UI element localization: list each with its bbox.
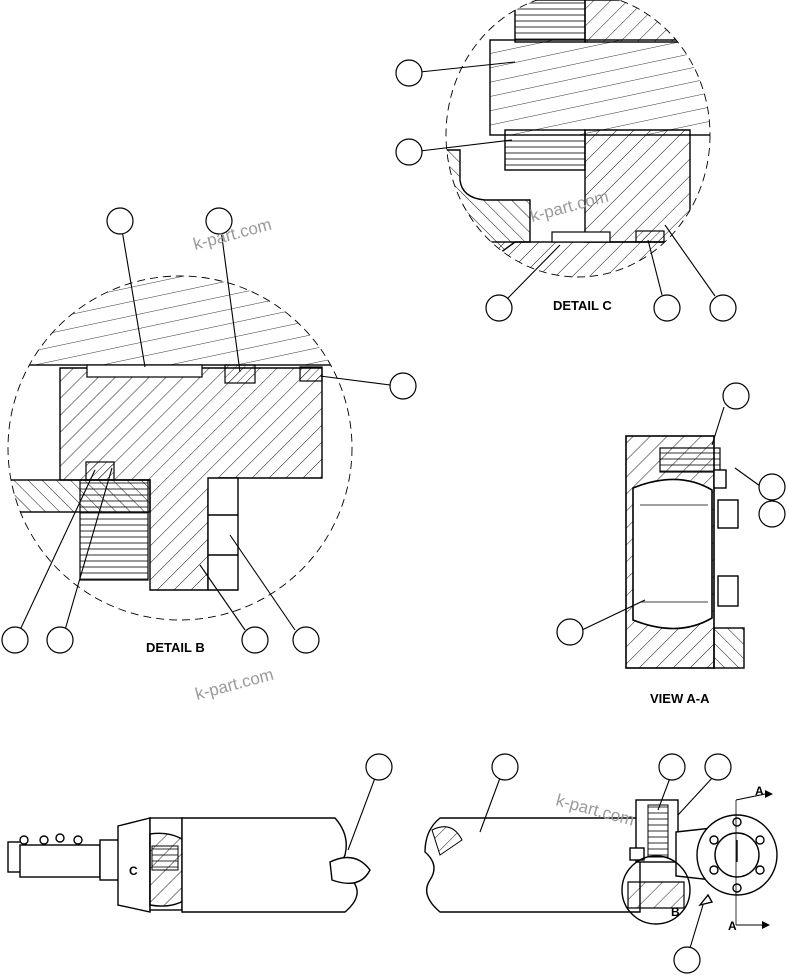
watermark-text: k-part.com (193, 665, 275, 704)
detail-c: DETAIL C (445, 0, 711, 313)
section-arrow-a-bottom: A (728, 919, 737, 933)
cylinder-left-assembly: C (7, 817, 371, 913)
callout-balloons (1, 59, 786, 974)
detail-b: DETAIL B (7, 275, 353, 655)
view-a-a: VIEW A-A (625, 435, 745, 706)
detail-b-label: DETAIL B (146, 640, 205, 655)
callout-b-marker: B (671, 905, 680, 919)
section-arrow-a-top: A (755, 784, 764, 798)
view-a-a-label: VIEW A-A (650, 691, 710, 706)
callout-c-marker: C (129, 864, 138, 878)
detail-c-label: DETAIL C (553, 298, 612, 313)
watermarks: k-part.com k-part.com k-part.com k-part.… (191, 187, 636, 830)
cylinder-right-assembly: B A A (424, 784, 778, 933)
